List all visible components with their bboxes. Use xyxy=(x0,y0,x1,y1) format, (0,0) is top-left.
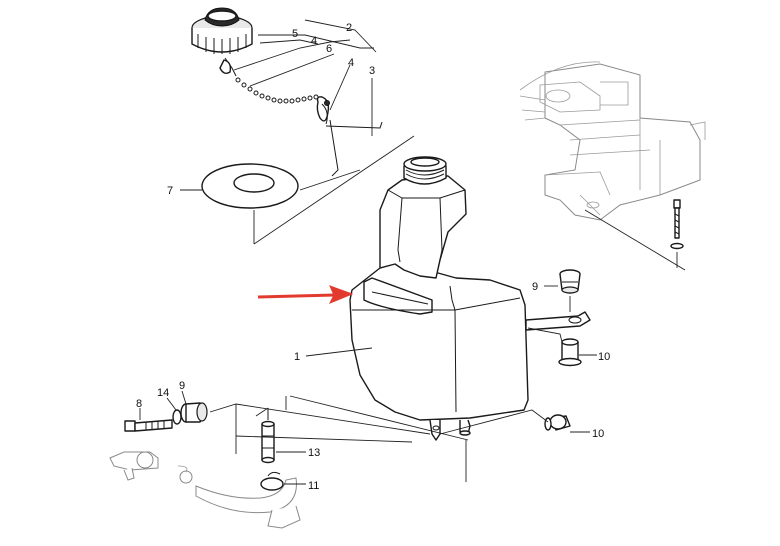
callout-9-right: 9 xyxy=(532,281,538,293)
callout-3: 3 xyxy=(369,65,375,77)
fuel-cap xyxy=(191,7,253,54)
callout-10-lower: 10 xyxy=(592,428,604,440)
red-pointer-arrow xyxy=(257,285,354,304)
sleeve-lower xyxy=(544,414,571,431)
cap-leader-lines xyxy=(233,19,415,245)
callout-11: 11 xyxy=(308,480,319,492)
lower-assembly-lines xyxy=(209,327,563,482)
callout-10-upper: 10 xyxy=(598,351,610,363)
frame-housing-ghost xyxy=(519,61,706,221)
callout-4-upper: 4 xyxy=(311,35,317,47)
callout-7: 7 xyxy=(167,185,173,197)
callout-numbers: 1 2 3 4 4 5 6 7 8 9 9 10 10 11 13 14 xyxy=(136,22,610,492)
hose-clamp xyxy=(260,471,284,491)
callout-13: 13 xyxy=(308,447,320,459)
bolt-with-washer xyxy=(670,199,684,268)
callout-9-left: 9 xyxy=(179,380,185,392)
grommet-left xyxy=(180,402,208,423)
callout-8: 8 xyxy=(136,398,142,410)
callout-6: 6 xyxy=(326,43,332,55)
callout-4-lower: 4 xyxy=(348,57,354,69)
fuel-valve-ghost xyxy=(109,451,301,529)
grommet-upper xyxy=(559,269,581,312)
washer-small xyxy=(172,409,182,425)
fuel-filter xyxy=(261,408,275,464)
callout-1: 1 xyxy=(294,351,300,363)
retaining-chain xyxy=(219,57,383,177)
bolt-long xyxy=(124,419,173,432)
callout-5: 5 xyxy=(292,28,298,40)
callout-leaders xyxy=(139,189,597,485)
gasket-ring xyxy=(201,163,299,209)
fuel-tank xyxy=(349,156,591,441)
callout-14: 14 xyxy=(157,387,169,399)
assembly-line-housing xyxy=(584,209,686,271)
callout-2: 2 xyxy=(346,22,352,34)
sleeve-upper xyxy=(558,338,582,367)
